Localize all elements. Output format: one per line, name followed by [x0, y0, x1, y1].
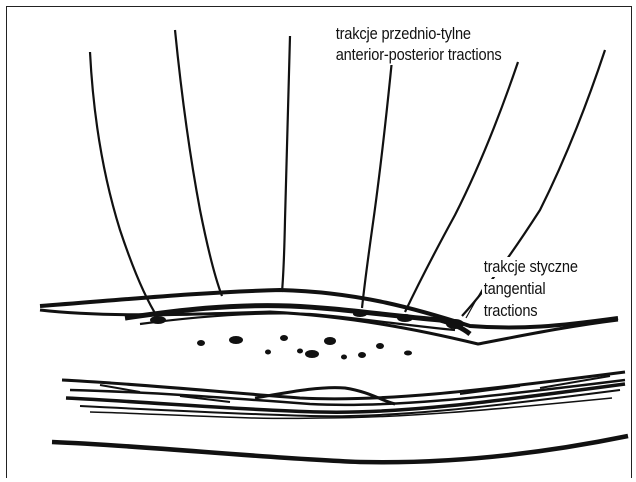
traction-strand-1 [90, 52, 158, 318]
choroid-line [52, 436, 628, 462]
adhesion-knot-2 [353, 311, 367, 317]
fibrous-layer [62, 372, 625, 418]
adhesion-knot-3 [397, 314, 413, 322]
tangential-label-english-line1: tangential [482, 279, 547, 299]
traction-strand-4 [362, 60, 392, 308]
anterior-posterior-label-english: anterior-posterior tractions [334, 45, 503, 65]
intraretinal-deposits [197, 335, 412, 360]
adhesion-knot-4 [446, 319, 464, 329]
tangential-label-polish: trakcje styczne [482, 257, 580, 277]
tangential-label-english-line2: tractions [482, 301, 539, 321]
traction-strand-3 [282, 36, 290, 292]
anterior-posterior-label-polish: trakcje przednio-tylne [334, 24, 473, 44]
traction-strand-2 [175, 30, 222, 296]
adhesion-knot-1 [150, 316, 166, 324]
